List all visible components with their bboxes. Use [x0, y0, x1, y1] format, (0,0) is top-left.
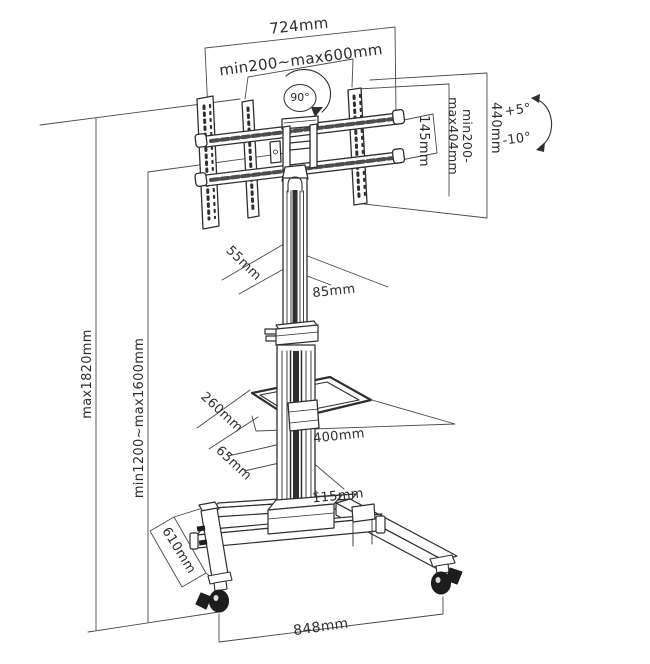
- dim-label-height-range: min1200~max1600mm: [131, 337, 147, 499]
- base-left-leg: [196, 501, 229, 579]
- upper-column: [282, 176, 308, 333]
- base-collar: [267, 494, 343, 535]
- shelf-column-bracket: [287, 399, 320, 432]
- crossbar-rails: [194, 109, 406, 187]
- column-clamp: [264, 320, 319, 346]
- dim-label-vesa-height-line1: min200-: [459, 108, 475, 164]
- swivel-arrow: [283, 68, 332, 117]
- dim-label-vesa-height-line2: max404mm: [446, 97, 461, 175]
- dim-label-bracket-spacing: 145mm: [416, 115, 432, 167]
- center-mount: [269, 115, 319, 182]
- right-caster: [429, 554, 463, 595]
- dim-label-max-height: max1820mm: [79, 329, 95, 419]
- left-caster: [195, 571, 233, 613]
- dim-label-bracket-height: 440mm: [488, 102, 504, 154]
- vesa-plates: [196, 87, 368, 230]
- dim-label-swivel-angle: 90°: [290, 90, 310, 104]
- tilt-arrow: [531, 94, 553, 152]
- dim-label-vesa-height: min200- max404mm: [446, 97, 475, 175]
